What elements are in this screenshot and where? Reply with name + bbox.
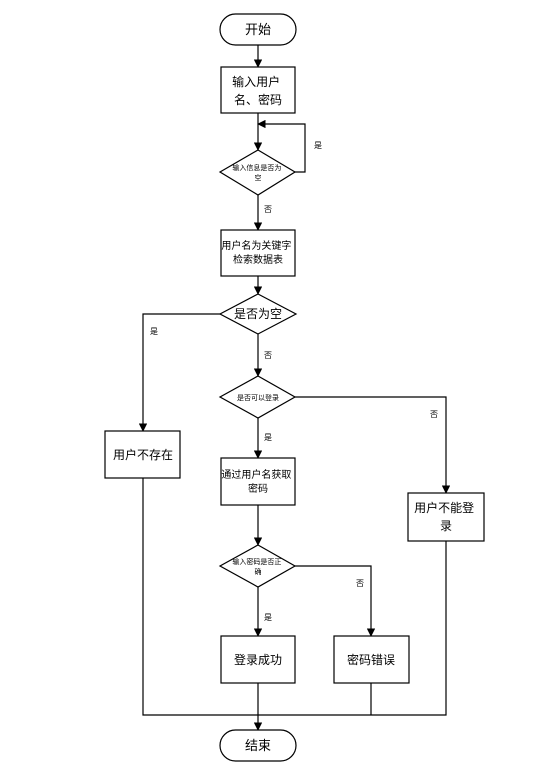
node-cannot-login-label-2: 录 xyxy=(440,519,452,533)
node-user-not-exist-label: 用户不存在 xyxy=(113,447,173,462)
node-check-input-empty-label-1: 输入信息是否为 xyxy=(232,163,281,172)
node-check-can-login: 是否可以登录 xyxy=(218,375,297,419)
label-empty-no: 否 xyxy=(264,351,272,360)
edge-password-no xyxy=(295,565,376,637)
svg-text:用户不能登 录: 用户不能登 录 xyxy=(414,500,478,533)
label-input-empty-yes: 是 xyxy=(314,141,322,150)
node-search-db-label-1: 用户名为关键字 xyxy=(221,239,291,252)
label-can-login-yes: 是 xyxy=(264,433,272,442)
label-empty-yes: 是 xyxy=(150,327,158,336)
svg-text:输入密码是否正 确: 输入密码是否正 确 xyxy=(232,557,283,576)
edge-labels: 是 否 是 否 否 是 否 是 xyxy=(150,141,438,622)
svg-text:通过用户名获取 密码: 通过用户名获取 密码 xyxy=(221,468,294,495)
node-input-label-2: 名、密码 xyxy=(234,92,282,107)
node-search-db-label-2: 检索数据表 xyxy=(233,253,283,266)
edge-cannot-login-to-merge xyxy=(258,541,447,716)
node-check-password-label-1: 输入密码是否正 xyxy=(232,557,281,566)
node-check-input-empty: 输入信息是否为 空 xyxy=(218,149,297,196)
node-password-error-label: 密码错误 xyxy=(347,652,395,667)
node-check-empty: 是否为空 xyxy=(218,293,298,335)
node-password-error: 密码错误 xyxy=(333,635,410,684)
node-search-db: 用户名为关键字 检索数据表 xyxy=(220,229,296,277)
node-get-password-label-2: 密码 xyxy=(248,482,268,495)
node-get-password-label-1: 通过用户名获取 xyxy=(221,468,291,481)
node-get-password: 通过用户名获取 密码 xyxy=(220,457,296,506)
svg-text:用户名为关键字 检索数据表: 用户名为关键字 检索数据表 xyxy=(221,239,294,266)
node-check-can-login-label: 是否可以登录 xyxy=(237,393,279,402)
label-can-login-no: 否 xyxy=(430,410,438,419)
node-check-password-label-2: 确 xyxy=(255,567,262,576)
node-cannot-login: 用户不能登 录 xyxy=(407,492,485,542)
node-input: 输入用户 名、密码 xyxy=(220,66,296,114)
edge-check-empty-yes xyxy=(138,313,220,432)
node-check-input-empty-label-2: 空 xyxy=(255,173,262,182)
edge-can-login-no xyxy=(295,396,451,494)
label-password-no: 否 xyxy=(356,579,364,588)
node-login-success-label: 登录成功 xyxy=(234,652,282,667)
svg-text:输入信息是否为 空: 输入信息是否为 空 xyxy=(232,163,283,182)
node-check-empty-label: 是否为空 xyxy=(234,307,282,321)
label-password-yes: 是 xyxy=(264,613,272,622)
node-login-success: 登录成功 xyxy=(220,635,296,684)
label-input-empty-no: 否 xyxy=(264,205,272,214)
node-start: 开始 xyxy=(219,13,297,46)
svg-text:输入用户 名、密码: 输入用户 名、密码 xyxy=(232,74,284,107)
edge-not-exist-to-merge xyxy=(142,478,258,716)
node-end-label: 结束 xyxy=(245,739,271,754)
node-user-not-exist: 用户不存在 xyxy=(104,430,181,479)
node-end: 结束 xyxy=(219,729,297,762)
node-start-label: 开始 xyxy=(245,23,271,38)
node-check-password: 输入密码是否正 确 xyxy=(218,544,297,588)
edges xyxy=(138,45,451,731)
edge-check-input-yes-loop xyxy=(257,119,306,173)
node-cannot-login-label-1: 用户不能登 xyxy=(414,500,474,515)
node-input-label-1: 输入用户 xyxy=(232,74,280,89)
